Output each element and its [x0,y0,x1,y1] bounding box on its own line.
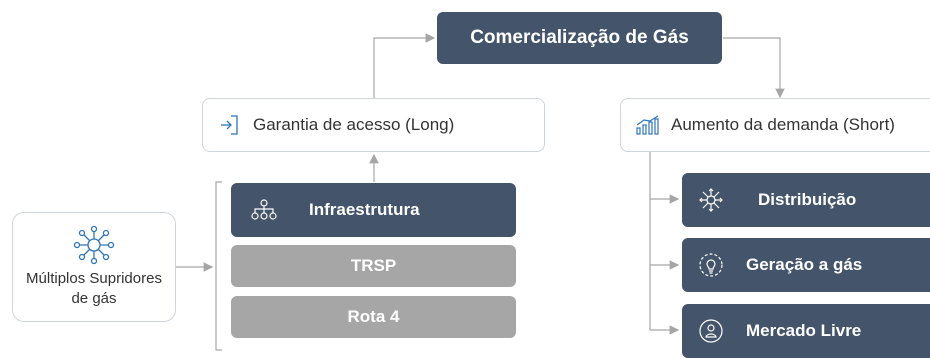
distribution-network-icon [698,187,724,213]
short-branch-box: Aumento da demanda (Short) [620,98,930,152]
access-bracket [215,181,222,351]
demand-option-label: Mercado Livre [746,321,862,340]
source-line-1: Múltiplos Supridores [26,269,162,287]
access-option-trsp: TRSP [231,245,516,287]
short-branch-title: Aumento da demanda (Short) [671,115,895,134]
access-option-label: Infraestrutura [309,200,420,219]
hierarchy-icon [251,199,277,221]
source-box: Múltiplos Supridores de gás [12,212,176,322]
connector-top-to-short [723,37,785,99]
connector-long-to-top [373,33,436,98]
access-option-label: TRSP [350,256,397,275]
source-line-2: de gás [71,290,117,307]
long-branch-box: Garantia de acesso (Long) [202,98,545,152]
bar-chart-icon [635,115,661,135]
demand-option-mercado-livre: Mercado Livre [682,304,930,358]
access-option-label: Rota 4 [347,307,400,326]
demand-option-geracao: Geração a gás [682,238,930,292]
demand-option-label: Geração a gás [746,255,863,274]
bulb-gear-icon [698,252,724,278]
enter-arrow-icon [219,114,239,136]
top-node-box: Comercialização de Gás [437,12,722,64]
free-market-icon [698,318,724,344]
access-option-rota-4: Rota 4 [231,296,516,338]
access-option-infraestrutura: Infraestrutura [231,183,516,237]
top-node-title: Comercialização de Gás [470,27,689,48]
demand-option-label: Distribuição [758,190,857,209]
network-hub-icon [72,225,116,265]
long-branch-title: Garantia de acesso (Long) [253,115,455,134]
demand-option-distribuicao: Distribuição [682,173,930,227]
